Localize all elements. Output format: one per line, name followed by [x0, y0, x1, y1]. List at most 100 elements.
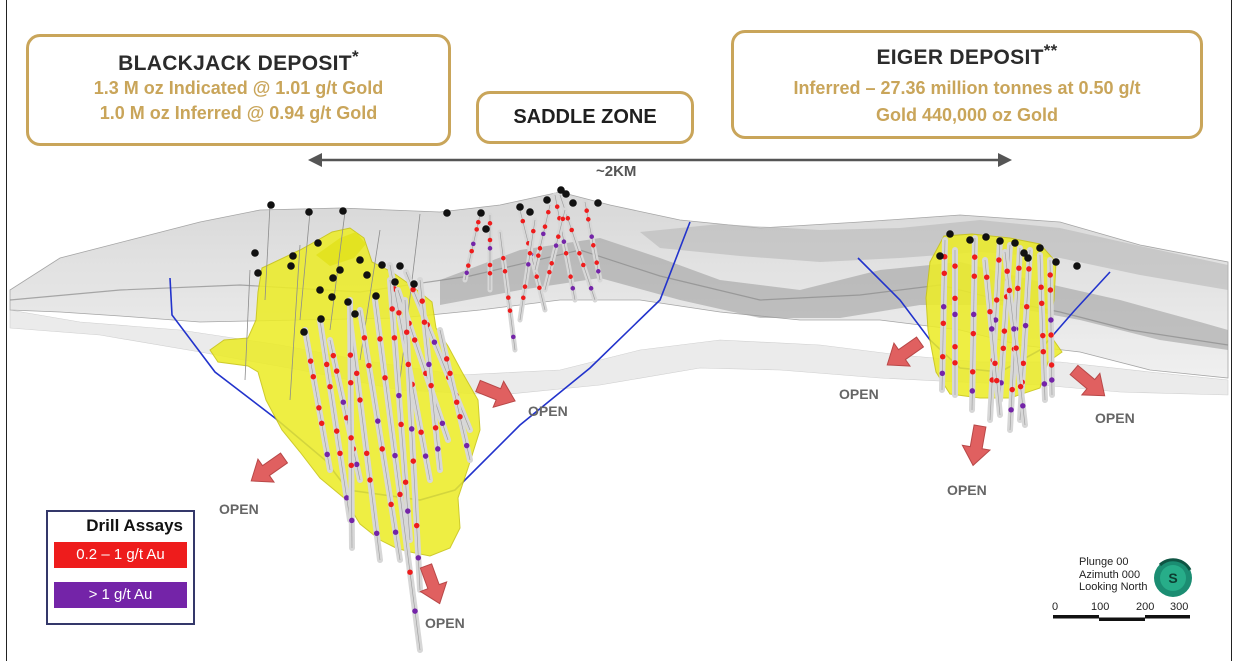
open-arrow-icon: [250, 452, 289, 483]
assay-interval: [1047, 272, 1053, 278]
assay-interval: [377, 336, 383, 342]
saddle-zone-title: SADDLE ZONE: [513, 106, 657, 128]
assay-interval: [992, 317, 999, 323]
assay-interval: [1013, 345, 1019, 351]
scale-tick-300: 300: [1170, 601, 1189, 613]
drill-collar: [356, 256, 364, 264]
blackjack-orebody-lobe: [316, 232, 366, 266]
drill-collar: [251, 249, 259, 257]
assay-interval: [941, 270, 948, 277]
drill-collar: [477, 209, 485, 217]
assay-interval: [307, 358, 314, 364]
legend-title: Drill Assays: [86, 516, 183, 535]
assay-interval: [521, 295, 526, 301]
assay-interval: [940, 320, 947, 327]
assay-interval: [421, 319, 428, 325]
assay-interval: [969, 388, 976, 394]
drill-collar: [443, 209, 451, 217]
frame-border: [6, 0, 1232, 661]
assay-interval: [536, 253, 541, 258]
assay-interval: [534, 274, 539, 279]
assay-interval: [1020, 403, 1026, 409]
assay-interval: [581, 262, 586, 268]
drill-trace: [299, 211, 311, 321]
assay-interval: [586, 217, 591, 222]
drill-collar: [1073, 262, 1081, 270]
open-label-blackjack-left: OPEN: [219, 501, 259, 517]
plunge-text: Plunge 00: [1079, 556, 1129, 568]
assay-interval: [405, 361, 412, 368]
saddle-drill-holes: [462, 192, 603, 353]
drill-collar: [562, 190, 570, 198]
assay-interval: [1048, 362, 1055, 368]
assay-interval: [419, 298, 425, 304]
assay-interval: [549, 261, 554, 266]
assay-interval: [318, 420, 325, 427]
assay-interval: [987, 308, 993, 315]
assay-interval: [969, 369, 976, 375]
drill-collar: [1036, 244, 1044, 252]
assay-interval: [432, 425, 439, 431]
assay-interval: [413, 522, 420, 529]
open-arrows: [250, 336, 1106, 605]
drill-collar: [351, 310, 359, 318]
assay-interval: [474, 227, 479, 232]
drill-collar: [516, 203, 524, 211]
open-arrow-icon: [1069, 364, 1106, 397]
azimuth-text: Azimuth 000: [1079, 568, 1141, 581]
assay-interval: [310, 373, 317, 380]
assay-interval: [594, 260, 599, 265]
assay-interval: [992, 360, 998, 367]
open-label-eiger-right: OPEN: [1095, 410, 1135, 426]
assay-interval: [541, 231, 546, 237]
blackjack-footnote-marker: *: [351, 47, 359, 66]
orientation-info: Plunge 00 Azimuth 000 Looking North: [1079, 556, 1148, 594]
assay-interval: [1040, 332, 1046, 339]
assay-interval: [1041, 381, 1048, 387]
assay-interval: [373, 530, 380, 537]
assay-interval: [353, 370, 360, 377]
assay-interval: [418, 429, 424, 435]
open-arrow-icon: [475, 379, 516, 408]
assay-interval: [1047, 287, 1054, 293]
drill-collar: [378, 261, 386, 269]
assay-interval: [382, 375, 388, 381]
drill-collar: [569, 199, 577, 207]
assay-interval: [410, 286, 416, 293]
assay-interval: [527, 251, 533, 256]
assay-interval: [487, 262, 493, 268]
assay-interval: [577, 251, 582, 256]
assay-interval: [453, 399, 460, 405]
assay-interval: [560, 216, 566, 222]
assay-interval: [993, 377, 1000, 384]
assay-interval: [375, 418, 381, 424]
drill-collar: [314, 239, 322, 247]
eiger-footnote-marker: **: [1043, 41, 1058, 60]
drill-collar: [1011, 239, 1019, 247]
assay-interval: [388, 501, 394, 508]
assay-interval: [1020, 360, 1027, 367]
drill-collar: [482, 225, 490, 233]
assay-interval: [952, 295, 958, 302]
assay-interval: [520, 218, 526, 224]
assay-interval: [526, 262, 531, 267]
drill-collar: [300, 328, 308, 336]
drill-collar: [966, 236, 974, 244]
assay-interval: [507, 308, 513, 313]
assay-interval: [952, 263, 958, 269]
drill-collar: [329, 274, 337, 282]
span-arrow: [308, 153, 1012, 167]
assay-interval: [537, 285, 542, 291]
legend-item-high-grade: > 1 g/t Au: [54, 582, 187, 608]
assay-interval: [349, 517, 355, 524]
assay-interval: [408, 426, 415, 432]
drill-collar: [316, 286, 324, 294]
assay-interval: [487, 237, 493, 243]
assay-interval: [407, 569, 413, 575]
assay-interval: [939, 370, 946, 377]
drill-collar: [267, 201, 275, 209]
assay-interval: [389, 306, 395, 312]
assay-interval: [471, 241, 476, 247]
assay-interval: [952, 311, 958, 318]
assay-interval: [1038, 300, 1045, 307]
